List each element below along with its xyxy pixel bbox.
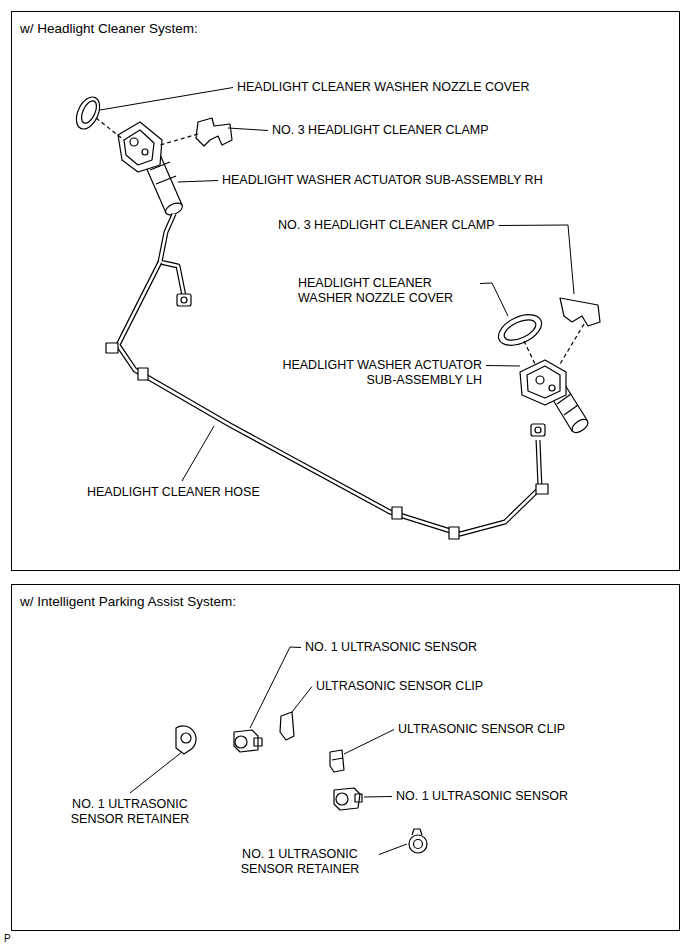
figure-code: P — [4, 933, 11, 945]
leader-line — [100, 88, 233, 111]
ultrasonic-sensor-2 — [334, 788, 362, 810]
part-name: NO. 1 ULTRASONIC SENSOR RETAINER — [55, 797, 205, 827]
actuator-lh — [520, 360, 590, 435]
leader-line — [228, 128, 268, 131]
panel-heading: w/ Intelligent Parking Assist System: — [20, 594, 236, 610]
leader-line — [499, 225, 575, 294]
part-name: HEADLIGHT WASHER ACTUATOR SUB-ASSEMBLY L… — [257, 358, 482, 388]
part-name: NO. 1 ULTRASONIC SENSOR — [396, 789, 568, 804]
assembly-line — [524, 341, 536, 366]
sensor-retainer-1 — [176, 726, 196, 754]
assembly-line — [96, 118, 124, 140]
leader-line — [379, 844, 407, 855]
leader-line — [178, 181, 218, 183]
part-name: NO. 3 HEADLIGHT CLEANER CLAMP — [272, 123, 489, 138]
part-name: NO. 1 ULTRASONIC SENSOR RETAINER — [225, 847, 375, 877]
panel-heading: w/ Headlight Cleaner System: — [20, 21, 198, 37]
part-name: ULTRASONIC SENSOR CLIP — [316, 679, 483, 694]
sensor-clip-2 — [330, 750, 344, 772]
nozzle-cover-lh — [494, 308, 547, 351]
part-name: NO. 1 ULTRASONIC SENSOR — [305, 640, 477, 655]
part-name: HEADLIGHT CLEANER HOSE — [87, 485, 260, 500]
clamp-rh — [196, 118, 232, 146]
assembly-line — [560, 324, 584, 364]
ultrasonic-sensor-1 — [234, 730, 262, 752]
actuator-rh — [118, 122, 184, 217]
part-name: HEADLIGHT CLEANER WASHER NOZZLE COVER — [298, 276, 476, 306]
sensor-retainer-2 — [409, 829, 427, 853]
part-name: NO. 3 HEADLIGHT CLEANER CLAMP — [278, 218, 495, 233]
leader-line — [486, 365, 520, 367]
leader-line — [130, 752, 182, 793]
leader-line — [364, 796, 392, 798]
part-name: HEADLIGHT WASHER ACTUATOR SUB-ASSEMBLY R… — [222, 173, 543, 188]
nozzle-cover-rh — [72, 93, 104, 132]
leader-line — [250, 647, 301, 728]
sensor-clip-1 — [280, 712, 294, 740]
leader-line — [480, 283, 508, 316]
clamp-lh — [560, 298, 600, 326]
leader-line — [292, 687, 312, 713]
leader-line — [182, 426, 214, 481]
part-name: ULTRASONIC SENSOR CLIP — [398, 722, 565, 737]
assembly-line — [160, 134, 198, 145]
part-name: HEADLIGHT CLEANER WASHER NOZZLE COVER — [237, 80, 529, 95]
leader-line — [344, 730, 394, 755]
system-panel: w/ Intelligent Parking Assist System: — [11, 584, 680, 931]
